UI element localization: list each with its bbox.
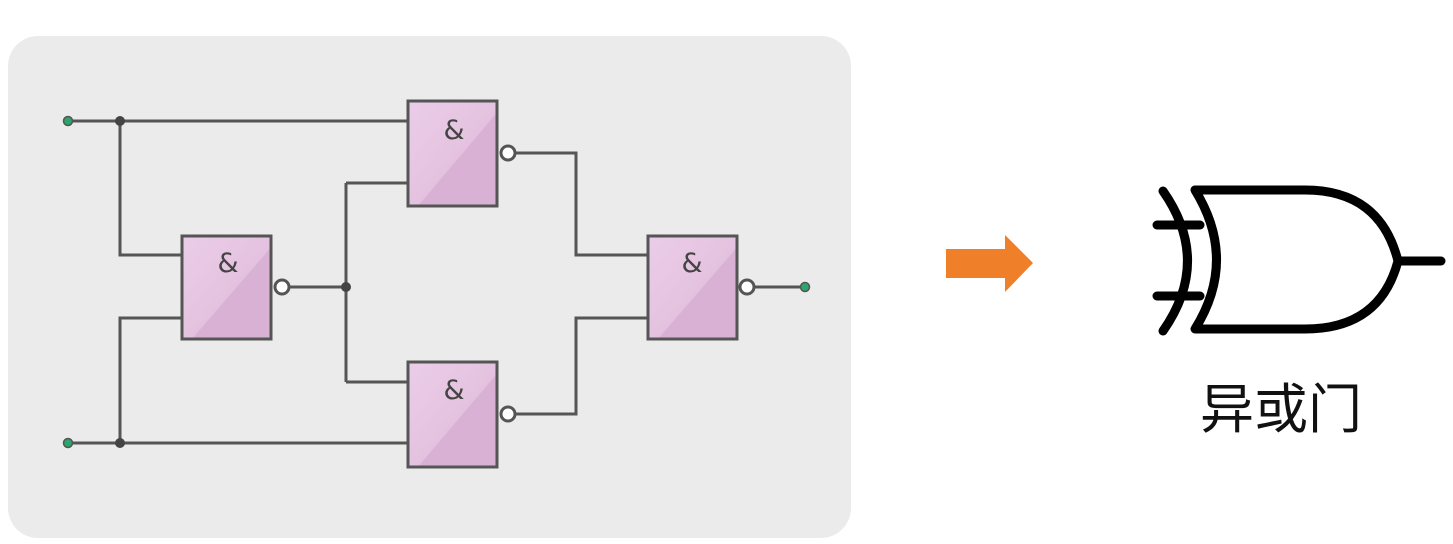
wire-bottom-gate-output	[515, 316, 648, 416]
input-terminal-a	[62, 115, 74, 127]
inversion-bubble	[499, 144, 517, 162]
nand-gate-label: &	[443, 115, 464, 146]
nand-gate-label: &	[681, 248, 702, 279]
inversion-bubble	[738, 278, 756, 296]
nand-gate-1: &	[180, 234, 291, 341]
inversion-bubble	[499, 405, 517, 423]
input-terminal-b	[62, 437, 74, 449]
nand-gate-3: &	[406, 360, 517, 469]
junction-dot	[115, 116, 125, 126]
right-arrow-icon	[946, 235, 1033, 292]
nand-gate-body	[180, 234, 273, 341]
output-terminal	[799, 281, 811, 293]
nand-gate-label: &	[443, 375, 464, 406]
nand-gate-label: &	[217, 248, 238, 279]
junction-dot	[115, 438, 125, 448]
nand-gate-4: &	[646, 234, 756, 341]
terminals	[62, 115, 811, 449]
junctions	[115, 116, 351, 448]
nand-gate-body	[646, 234, 739, 341]
junction-dot	[341, 282, 351, 292]
nand-gate-body	[406, 360, 499, 469]
xor-input-arc	[1158, 186, 1192, 336]
wire-a-branch	[118, 121, 182, 257]
xor-gate-body	[1190, 185, 1403, 334]
wire-b-branch	[118, 316, 182, 443]
xor-gate-caption: 异或门	[1200, 378, 1362, 441]
wire-top-gate-output	[515, 151, 648, 257]
nand-gate-body	[406, 99, 499, 208]
nand-gate-2: &	[406, 99, 517, 208]
inversion-bubble	[273, 278, 291, 296]
xor-gate-symbol	[1152, 185, 1446, 336]
